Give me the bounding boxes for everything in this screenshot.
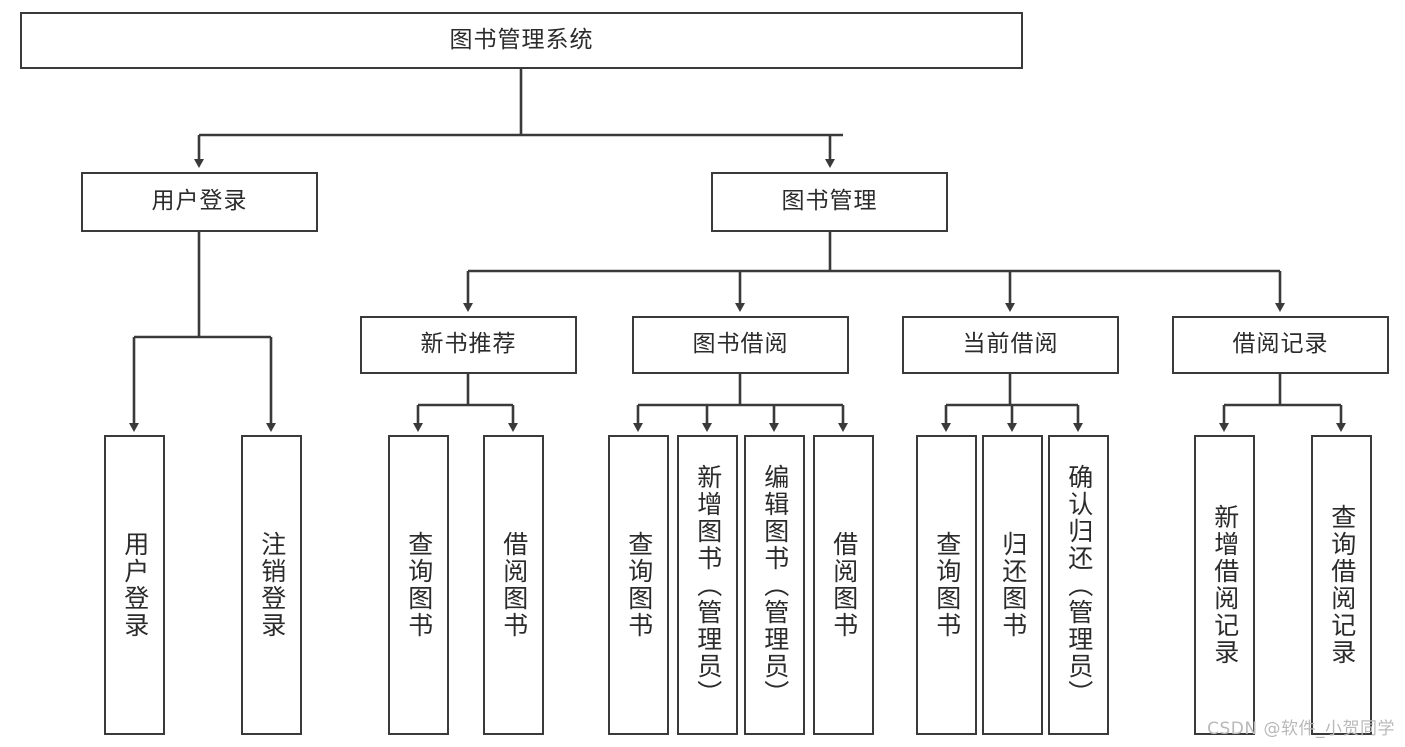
node-user-login-label: 用户登录: [151, 188, 248, 215]
node-leaf-return-book[interactable]: 归还图书: [982, 435, 1043, 735]
node-new-book-recommend-label: 新书推荐: [420, 331, 517, 358]
node-leaf-borrow-book-1[interactable]: 借阅图书: [483, 435, 544, 735]
node-leaf-borrow-book-2-label: 借阅图书: [829, 531, 859, 639]
node-user-login[interactable]: 用户登录: [81, 172, 318, 232]
node-book-manage-label: 图书管理: [781, 188, 878, 215]
node-book-borrow[interactable]: 图书借阅: [632, 316, 849, 374]
node-root[interactable]: 图书管理系统: [20, 12, 1023, 69]
node-root-label: 图书管理系统: [449, 26, 594, 53]
node-leaf-user-login[interactable]: 用户登录: [104, 435, 165, 735]
node-leaf-query-book-1-label: 查询图书: [404, 531, 434, 639]
node-borrow-record[interactable]: 借阅记录: [1172, 316, 1389, 374]
node-leaf-query-book-2[interactable]: 查询图书: [608, 435, 669, 735]
node-leaf-borrow-book-1-label: 借阅图书: [499, 531, 529, 639]
node-leaf-query-book-1[interactable]: 查询图书: [388, 435, 449, 735]
node-book-borrow-label: 图书借阅: [692, 331, 789, 358]
node-leaf-add-book[interactable]: 新增图书（管理员）: [677, 435, 738, 735]
node-leaf-query-book-2-label: 查询图书: [624, 531, 654, 639]
node-leaf-add-book-label: 新增图书（管理员）: [693, 463, 723, 707]
node-leaf-user-login-label: 用户登录: [120, 531, 150, 639]
node-leaf-query-record-label: 查询借阅记录: [1327, 504, 1357, 666]
node-leaf-user-logout[interactable]: 注销登录: [241, 435, 302, 735]
node-leaf-edit-book[interactable]: 编辑图书（管理员）: [744, 435, 805, 735]
node-leaf-confirm-return-label: 确认归还（管理员）: [1064, 463, 1094, 707]
node-new-book-recommend[interactable]: 新书推荐: [360, 316, 577, 374]
node-leaf-confirm-return[interactable]: 确认归还（管理员）: [1048, 435, 1109, 735]
node-leaf-query-record[interactable]: 查询借阅记录: [1311, 435, 1372, 735]
node-leaf-query-book-3-label: 查询图书: [932, 531, 962, 639]
node-book-manage[interactable]: 图书管理: [711, 172, 948, 232]
node-current-borrow[interactable]: 当前借阅: [902, 316, 1119, 374]
node-leaf-return-book-label: 归还图书: [998, 531, 1028, 639]
node-leaf-borrow-book-2[interactable]: 借阅图书: [813, 435, 874, 735]
node-leaf-user-logout-label: 注销登录: [257, 531, 287, 639]
node-current-borrow-label: 当前借阅: [962, 331, 1059, 358]
node-leaf-add-record-label: 新增借阅记录: [1210, 504, 1240, 666]
node-leaf-query-book-3[interactable]: 查询图书: [916, 435, 977, 735]
node-leaf-edit-book-label: 编辑图书（管理员）: [760, 463, 790, 707]
watermark: CSDN @软件_小贺同学: [1207, 719, 1395, 739]
node-leaf-add-record[interactable]: 新增借阅记录: [1194, 435, 1255, 735]
node-borrow-record-label: 借阅记录: [1232, 331, 1329, 358]
